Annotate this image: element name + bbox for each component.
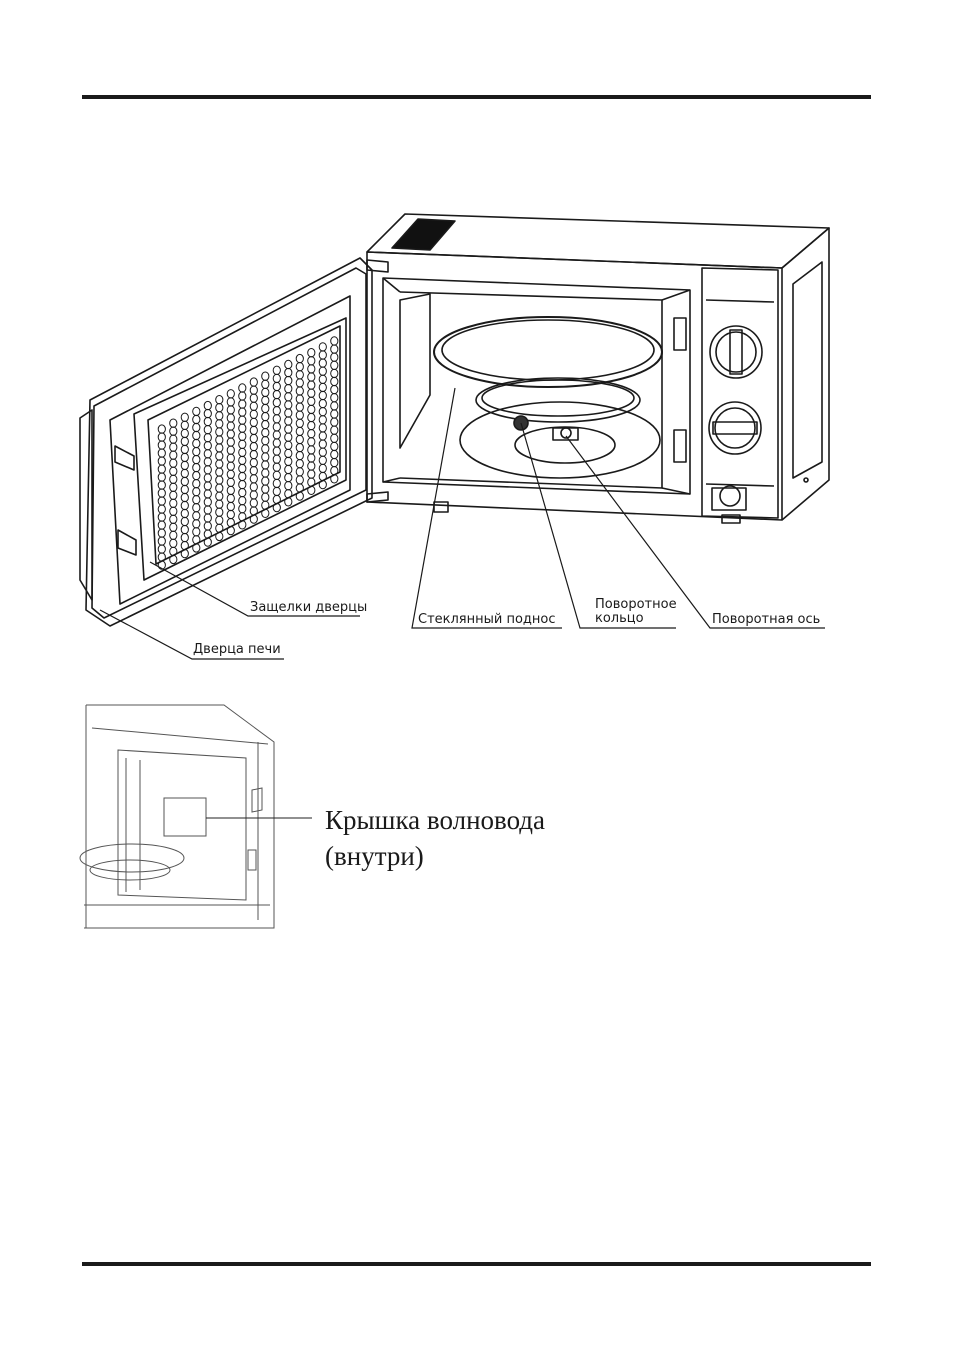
microwave-diagram: (function(){ var svgNS="http://www.w3.or… [0,0,953,700]
label-oven-door: Дверца печи [193,643,281,656]
label-rotating-ring-line1: Поворотное [595,598,677,611]
label-rotating-axis: Поворотная ось [712,613,820,626]
waveguide-label-line1: Крышка волновода [325,802,545,838]
label-door-latches: Защелки дверцы [250,601,367,614]
label-glass-tray: Стеклянный поднос [418,613,556,626]
bottom-rule [82,1262,871,1266]
label-rotating-ring-line2: кольцо [595,612,644,625]
waveguide-label-line2: (внутри) [325,838,424,874]
